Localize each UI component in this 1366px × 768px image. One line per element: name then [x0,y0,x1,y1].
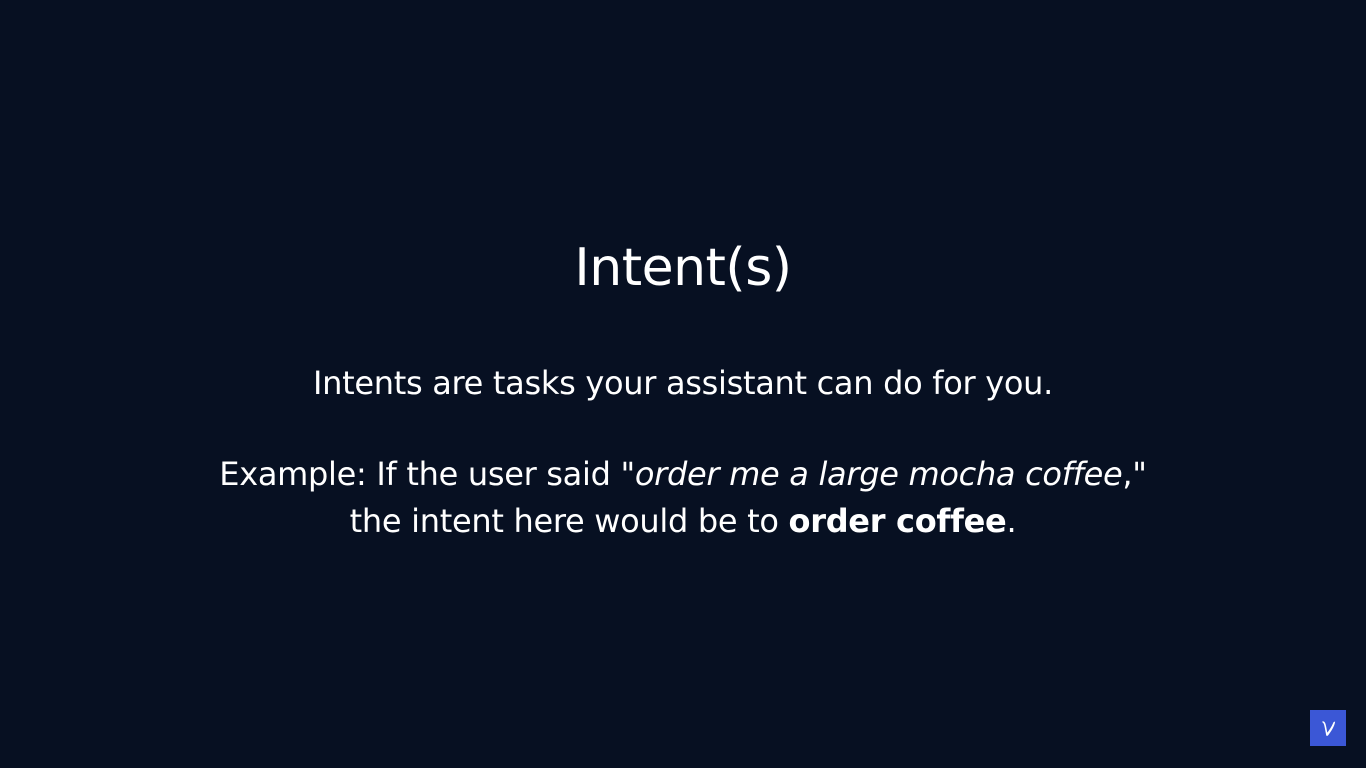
intent-definition: Intents are tasks your assistant can do … [312,364,1053,402]
example-line: Example: If the user said "order me a la… [0,451,1366,497]
example-quote: order me a large mocha coffee [634,455,1123,493]
example-suffix: ," [1122,455,1147,493]
conclusion-line: the intent here would be to order coffee… [0,498,1366,544]
slide-title: Intent(s) [574,238,792,298]
conclusion-prefix: the intent here would be to [349,502,789,540]
conclusion-suffix: . [1006,502,1017,540]
v-logo-icon [1310,710,1346,746]
conclusion-emphasis: order coffee [788,502,1007,540]
example-prefix: Example: If the user said " [219,455,635,493]
